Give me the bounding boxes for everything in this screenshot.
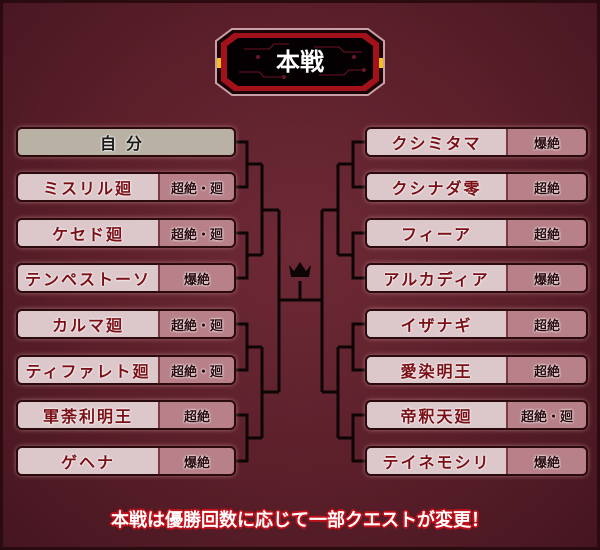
bracket-line: [279, 281, 322, 302]
difficulty-badge: 超絶: [506, 220, 586, 246]
difficulty-badge: 超絶・廻: [158, 174, 234, 200]
difficulty-badge: 超絶: [506, 311, 586, 337]
bracket-line: [236, 413, 262, 463]
bracket-entry: クシナダ零超絶: [365, 172, 588, 202]
bracket-line: [338, 140, 365, 189]
bracket-entry: 帝釈天廻超絶・廻: [365, 400, 588, 430]
entry-name: ゲヘナ: [18, 448, 158, 474]
entry-name: テイネモシリ: [367, 448, 506, 474]
entry-name: 愛染明王: [367, 357, 506, 383]
entry-name: クシミタマ: [367, 129, 506, 155]
bracket-line: [338, 231, 365, 280]
bracket-entry: クシミタマ爆絶: [365, 127, 588, 157]
difficulty-badge: 超絶・廻: [506, 402, 586, 428]
bracket-entry-self: 自分: [16, 127, 236, 157]
title-plate-label-wrap: 本戦: [214, 27, 386, 97]
difficulty-badge: 爆絶: [506, 265, 586, 291]
bracket-line: [320, 164, 340, 438]
bracket-entry: 軍荼利明王超絶: [16, 400, 236, 430]
entry-name: ティファレト廻: [18, 357, 158, 383]
entry-name: 自分: [18, 129, 234, 155]
difficulty-badge: 超絶・廻: [158, 357, 234, 383]
entry-name: フィーア: [367, 220, 506, 246]
bracket-entry: アルカディア爆絶: [365, 263, 588, 293]
bracket-line: [236, 231, 262, 280]
entry-name: 軍荼利明王: [18, 402, 158, 428]
title-plate: [215, 28, 385, 96]
entry-name: テンペストーソ: [18, 265, 158, 291]
difficulty-badge: 爆絶: [158, 265, 234, 291]
difficulty-badge: 爆絶: [506, 129, 586, 155]
bracket-line: [236, 322, 262, 372]
bracket-entry: ケセド廻超絶・廻: [16, 218, 236, 248]
difficulty-badge: 爆絶: [158, 448, 234, 474]
bracket-entry: フィーア超絶: [365, 218, 588, 248]
bracket-line: [236, 140, 262, 189]
entry-name: アルカディア: [367, 265, 506, 291]
footer-note: 本戦は優勝回数に応じて一部クエストが変更！: [111, 510, 489, 531]
entry-name: ケセド廻: [18, 220, 158, 246]
bracket-entry: ティファレト廻超絶・廻: [16, 355, 236, 385]
entry-name: クシナダ零: [367, 174, 506, 200]
difficulty-badge: 超絶: [158, 402, 234, 428]
entry-name: イザナギ: [367, 311, 506, 337]
bracket-line: [260, 164, 281, 438]
entry-name: カルマ廻: [18, 311, 158, 337]
bracket-entry: テンペストーソ爆絶: [16, 263, 236, 293]
bracket-entry: カルマ廻超絶・廻: [16, 309, 236, 339]
difficulty-badge: 超絶: [506, 357, 586, 383]
page-title: 本戦: [276, 48, 324, 76]
bracket-entry: ミスリル廻超絶・廻: [16, 172, 236, 202]
difficulty-badge: 超絶・廻: [158, 220, 234, 246]
entry-name: ミスリル廻: [18, 174, 158, 200]
difficulty-badge: 爆絶: [506, 448, 586, 474]
bracket-line: [338, 413, 365, 463]
bracket-line: [338, 322, 365, 372]
bracket-entry: 愛染明王超絶: [365, 355, 588, 385]
bracket-entry: イザナギ超絶: [365, 309, 588, 339]
bracket-entry: テイネモシリ爆絶: [365, 446, 588, 476]
difficulty-badge: 超絶: [506, 174, 586, 200]
difficulty-badge: 超絶・廻: [158, 311, 234, 337]
entry-name: 帝釈天廻: [367, 402, 506, 428]
crown-icon: [289, 262, 311, 277]
bracket-entry: ゲヘナ爆絶: [16, 446, 236, 476]
